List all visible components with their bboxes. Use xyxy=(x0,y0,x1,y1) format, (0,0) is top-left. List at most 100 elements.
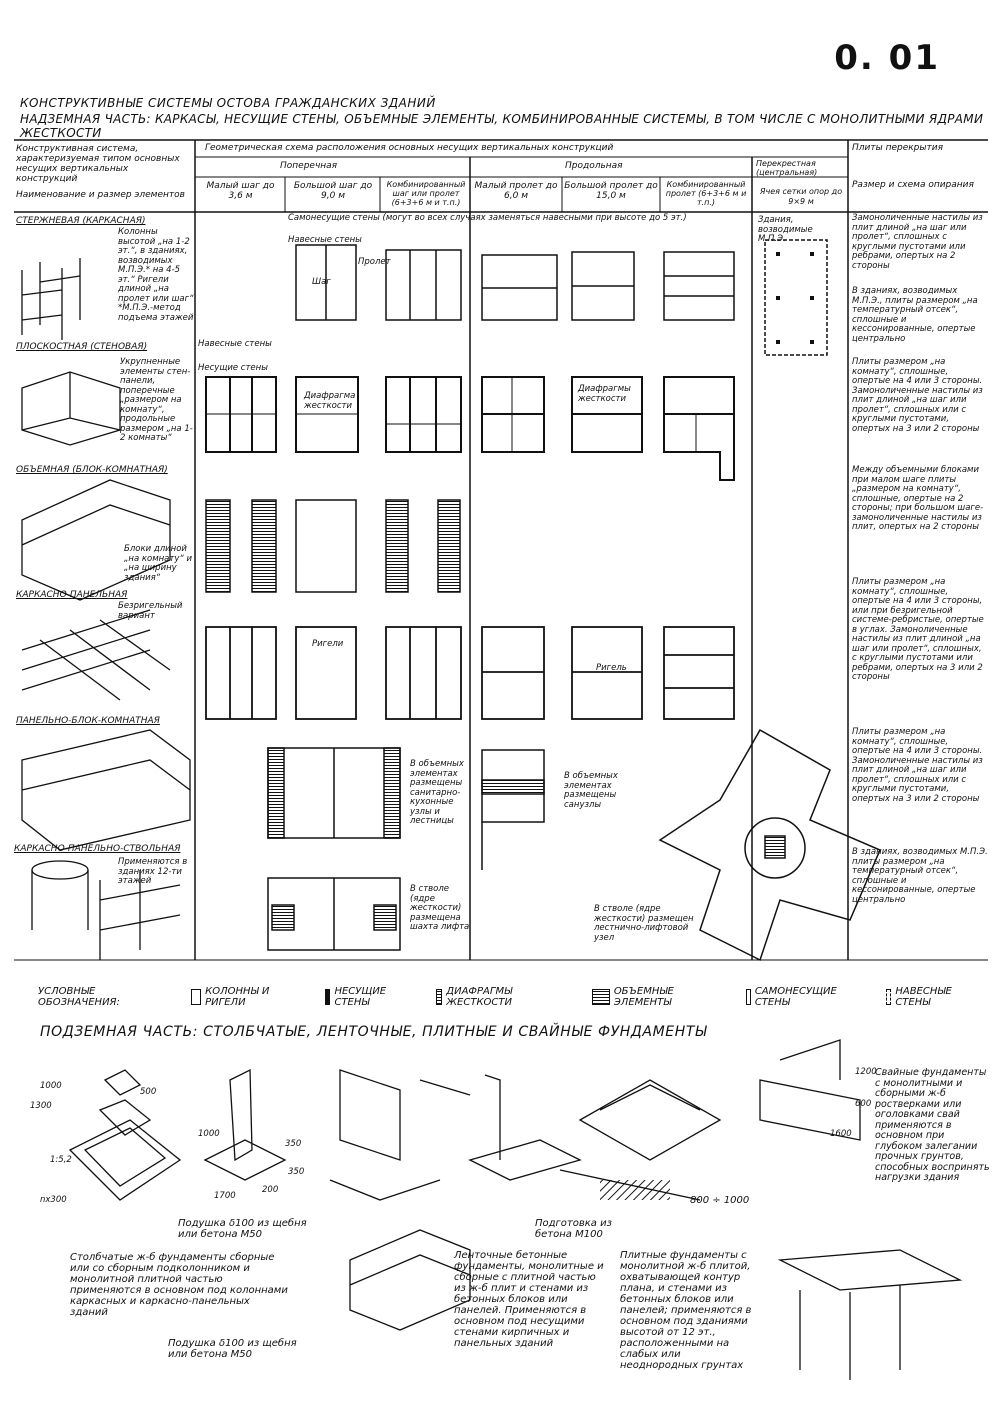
group-cross: Перекрестная (центральная) xyxy=(756,159,818,177)
plan-row1 xyxy=(295,239,828,356)
plan-row4 xyxy=(205,626,735,720)
legend: УСЛОВНЫЕ ОБОЗНАЧЕНИЯ: КОЛОННЫ И РИГЕЛИ Н… xyxy=(38,986,988,1008)
row-note-core: Применяются в зданиях 12-ти этажей xyxy=(118,857,188,886)
legend-label: ДИАФРАГМЫ ЖЕСТКОСТИ xyxy=(446,986,513,1008)
row-note-frame-panel: Безригельный вариант xyxy=(118,601,183,621)
note-curtain-walls: Навесные стены xyxy=(288,235,362,245)
dim-3: 1:5,2 xyxy=(50,1155,72,1165)
note-mpe: Здания, возводимые М.П.Э. xyxy=(758,215,813,244)
legend-swatch-icon xyxy=(886,989,892,1005)
page-subtitle: НАДЗЕМНАЯ ЧАСТЬ: КАРКАСЫ, НЕСУЩИЕ СТЕНЫ,… xyxy=(20,112,984,140)
note-core-stair-2: В стволе (ядре жесткости) размещен лестн… xyxy=(594,904,694,943)
foundation-slab xyxy=(559,1079,722,1201)
row-note-wall: Укрупненные элементы стен-панели, попере… xyxy=(120,357,193,443)
note-span: Пролет xyxy=(358,257,391,267)
foundation-strip xyxy=(329,1069,582,1201)
note-step: Шаг xyxy=(312,277,331,287)
note-diaphragm-2: Диафрагмы жесткости xyxy=(578,384,631,404)
slab-note-4: Между объемными блоками при малом шаге п… xyxy=(852,465,984,532)
pillow-note-1: Подушка δ100 из щебня или бетона М50 xyxy=(178,1218,307,1240)
strip-foundation-note: Ленточные бетонные фундаменты, монолитны… xyxy=(454,1250,604,1349)
note-core-stair: В стволе (ядре жесткости) размещена шахт… xyxy=(410,884,470,932)
slab-note-7: В зданиях, возводимых М.П.Э. плиты разме… xyxy=(852,847,988,905)
legend-item-bearing-walls: НЕСУЩИЕ СТЕНЫ xyxy=(324,986,423,1008)
table-grid xyxy=(14,139,988,961)
scheme-header: Геометрическая схема расположения основн… xyxy=(205,143,614,153)
dim-10: 350 xyxy=(288,1167,305,1177)
subcol-4: Малый пролет до 6,0 м xyxy=(474,181,558,201)
note-rigel: Ригели xyxy=(312,639,344,649)
legend-swatch-icon xyxy=(436,989,443,1005)
legend-title: УСЛОВНЫЕ ОБОЗНАЧЕНИЯ: xyxy=(38,986,120,1008)
note-volume-sanitary: В объемных элементах размещены санитарно… xyxy=(410,759,464,826)
foundation-pile xyxy=(759,1039,963,1380)
dim-7: 350 xyxy=(285,1139,302,1149)
slab-foundation-note: Плитные фундаменты с монолитной ж-б плит… xyxy=(620,1250,752,1371)
plan-row5 xyxy=(267,747,545,870)
group-longitudinal: Продольная xyxy=(565,161,623,171)
slab-note-6: Плиты размером „на комнату“, сплошные, о… xyxy=(852,727,983,804)
note-rigel-2: Ригель xyxy=(596,663,627,673)
pillow-note-2: Подушка δ100 из щебня или бетона М50 xyxy=(168,1338,297,1360)
legend-label: НАВЕСНЫЕ СТЕНЫ xyxy=(895,986,952,1008)
slabs-subheader: Размер и схема опирания xyxy=(852,180,974,190)
row-name-wall: ПЛОСКОСТНАЯ (СТЕНОВАЯ) xyxy=(16,342,148,352)
legend-item-columns: КОЛОННЫ И РИГЕЛИ xyxy=(191,986,310,1008)
plan-row6 xyxy=(267,728,881,962)
dim-9: 200 xyxy=(262,1185,279,1195)
group-transverse: Поперечная xyxy=(280,161,338,171)
iso-sketch-frame xyxy=(21,258,81,340)
legend-label: НЕСУЩИЕ СТЕНЫ xyxy=(334,986,387,1008)
iso-sketch-frame-panel xyxy=(21,609,171,701)
dim-5: nx300 xyxy=(40,1195,67,1205)
dim-6: 1000 xyxy=(198,1129,220,1139)
subcol-1: Малый шаг до 3,6 м xyxy=(206,181,275,201)
legend-swatch-icon xyxy=(324,989,331,1005)
dim-1: 1000 xyxy=(40,1081,62,1091)
slab-note-5: Плиты размером „на комнату“, сплошные, о… xyxy=(852,577,984,682)
iso-sketch-volume xyxy=(21,479,171,601)
col1-header: Конструктивная система, характеризуемая … xyxy=(16,144,180,184)
dim-2: 1300 xyxy=(30,1101,52,1111)
legend-label: ОБЪЕМНЫЕ ЭЛЕМЕНТЫ xyxy=(613,986,674,1008)
columns-row1 xyxy=(776,252,814,344)
plan-row3 xyxy=(205,499,461,593)
subcol-6: Комбинированный пролет (6+3+6 м и т.п.) xyxy=(665,180,747,207)
note-curtain-walls-2: Навесные стены xyxy=(198,339,272,349)
slabs-header: Плиты перекрытия xyxy=(852,143,944,153)
slab-note-1: Замоноличенные настилы из плит длиной „н… xyxy=(852,213,983,271)
subcol-5: Большой пролет до 15,0 м xyxy=(564,181,658,201)
dim-14: 800 ÷ 1000 xyxy=(690,1195,750,1206)
col1-subheader: Наименование и размер элементов xyxy=(16,190,185,200)
note-self-bearing: Самонесущие стены (могут во всех случаях… xyxy=(288,213,687,223)
plan-row2 xyxy=(205,376,735,481)
legend-item-diaphragm: ДИАФРАГМЫ ЖЕСТКОСТИ xyxy=(436,986,578,1008)
legend-swatch-icon xyxy=(745,989,751,1005)
slab-note-3: Плиты размером „на комнату“, сплошные, о… xyxy=(852,357,983,434)
dim-13: 1600 xyxy=(830,1129,852,1139)
row-name-panel-block: ПАНЕЛЬНО-БЛОК-КОМНАТНАЯ xyxy=(16,716,160,726)
iso-sketch-core xyxy=(31,860,181,960)
subcol-3: Комбинированный шаг или пролет (6+3+6 м … xyxy=(386,180,466,207)
pile-foundation-note: Свайные фундаменты с монолитными и сборн… xyxy=(875,1067,990,1183)
legend-swatch-icon xyxy=(592,989,610,1005)
dim-11: 1200 xyxy=(855,1067,877,1077)
dim-12: 600 xyxy=(855,1099,872,1109)
row-name-frame: СТЕРЖНЕВАЯ (КАРКАСНАЯ) xyxy=(16,216,146,226)
iso-sketch-wall xyxy=(21,371,121,446)
row-note-volume: Блоки длиной „на комнату“ и „на ширину з… xyxy=(124,544,192,583)
page-number: 0. 01 xyxy=(834,38,940,78)
row-name-core: КАРКАСНО-ПАНЕЛЬНО-СТВОЛЬНАЯ xyxy=(14,844,181,854)
note-bearing-walls: Несущие стены xyxy=(198,363,268,373)
slab-note-2: В зданиях, возводимых М.П.Э., плиты разм… xyxy=(852,286,978,344)
legend-item-curtain: НАВЕСНЫЕ СТЕНЫ xyxy=(886,986,988,1008)
dim-8: 1700 xyxy=(214,1191,236,1201)
legend-label: САМОНЕСУЩИЕ СТЕНЫ xyxy=(754,986,837,1008)
underground-title: ПОДЗЕМНАЯ ЧАСТЬ: СТОЛБЧАТЫЕ, ЛЕНТОЧНЫЕ, … xyxy=(40,1024,708,1040)
foundation-strip2 xyxy=(349,1229,471,1331)
subcol-7: Ячея сетки опор до 9×9 м xyxy=(759,187,843,206)
row-name-volume: ОБЪЕМНАЯ (БЛОК-КОМНАТНАЯ) xyxy=(16,465,168,475)
iso-sketch-panel-block xyxy=(21,729,191,851)
legend-item-volume: ОБЪЕМНЫЕ ЭЛЕМЕНТЫ xyxy=(592,986,732,1008)
